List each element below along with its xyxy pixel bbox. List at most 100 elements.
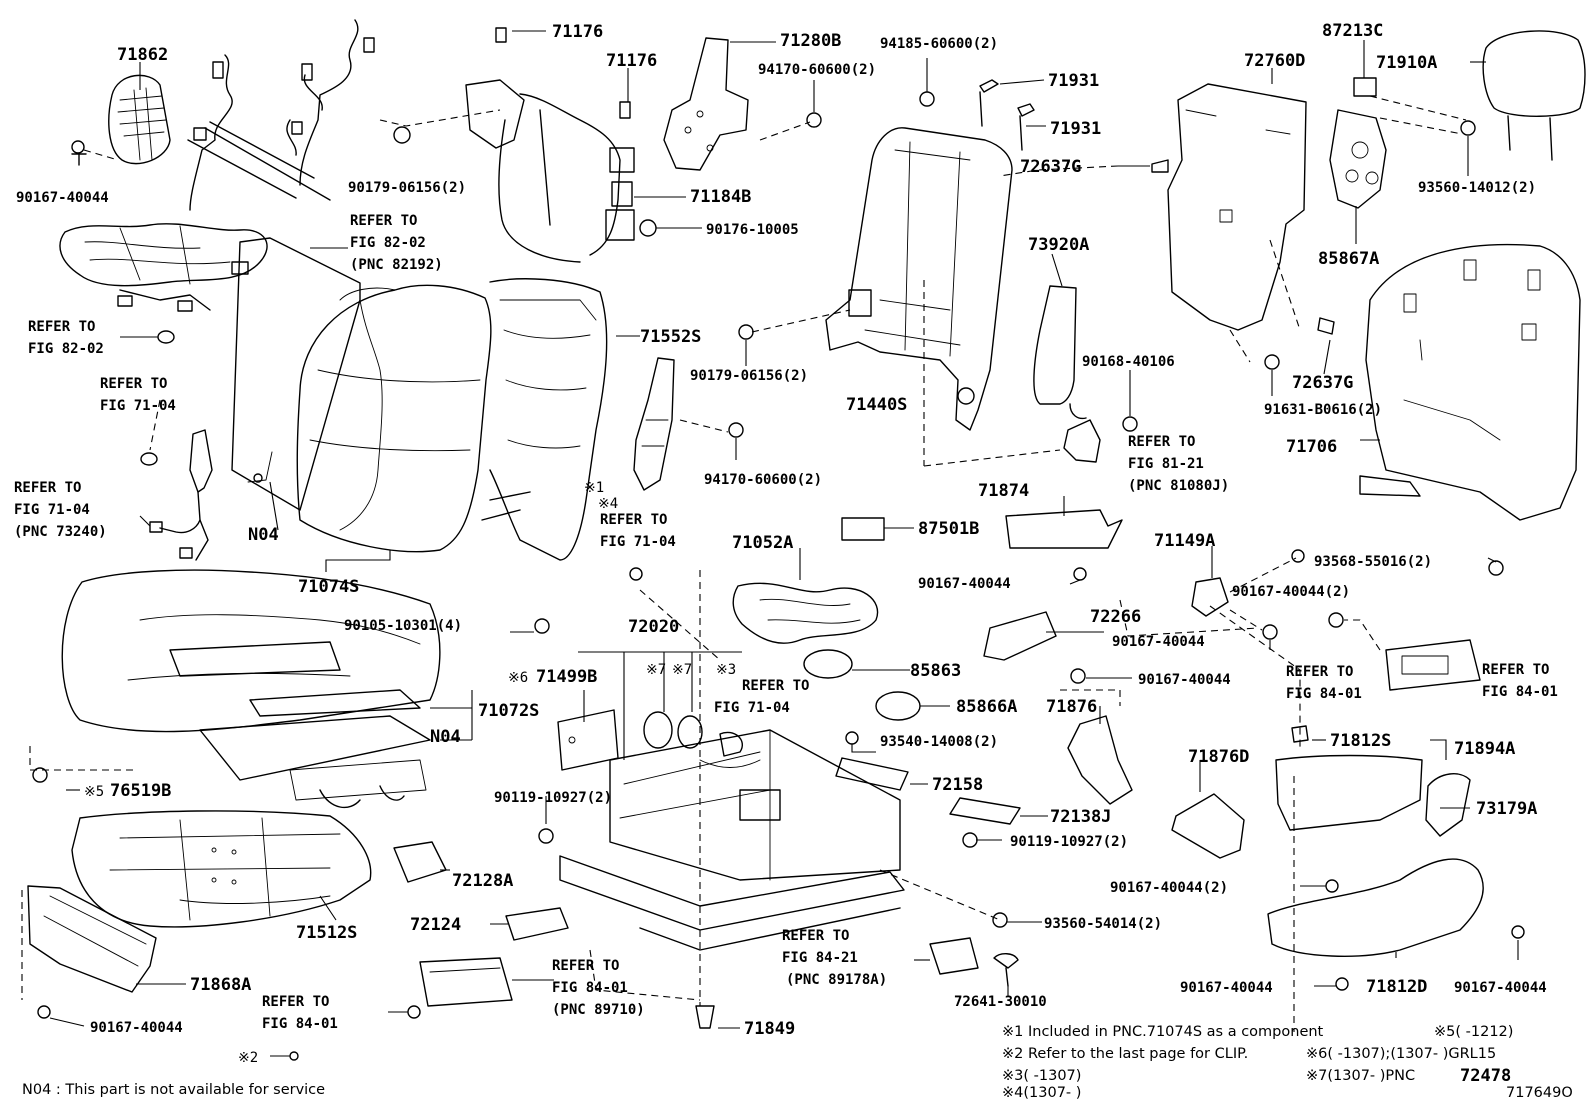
label-72128A: 72128A (452, 871, 513, 891)
part-71874-bracket-icon (1005, 509, 1123, 549)
label-73920A: 73920A (1028, 235, 1089, 255)
bolt-90167-a-icon (71, 140, 85, 154)
bolt-90119-b-icon (962, 832, 978, 848)
leader-lines (21, 30, 1519, 1057)
label-refer-84-21-1: REFER TO (782, 928, 849, 944)
label-90167-g: 90167-40044 (90, 1020, 183, 1036)
label-refer-84-21-3: (PNC 89178A) (786, 972, 887, 988)
label-72637G-a: 72637G (1020, 157, 1081, 177)
part-71052A-sensor-mat (732, 582, 879, 644)
label-refer-82-02-a-2: FIG 82-02 (350, 235, 426, 251)
label-90168: 90168-40106 (1082, 354, 1175, 370)
part-71280B-bracket (663, 37, 749, 171)
label-90167-i: 90167-40044 (1454, 980, 1547, 996)
footnotes: ※1 Included in PNC.71074S as a component… (22, 1024, 1573, 1099)
label-71149A: 71149A (1154, 531, 1215, 551)
screw-90167-f-icon (1325, 879, 1339, 893)
part-labels: 71862 90167-40044 REFER TO FIG 82-02 (PN… (14, 21, 1558, 1066)
part-wire-harness (187, 19, 375, 211)
part-seatback-board (231, 237, 361, 511)
label-71176-b: 71176 (606, 51, 657, 71)
footnote-1: ※1 Included in PNC.71074S as a component (1002, 1024, 1324, 1040)
label-94170-b: 94170-60600(2) (704, 472, 822, 488)
label-90167-a: 90167-40044 (16, 190, 109, 206)
part-72760D-back-panel (1167, 83, 1307, 331)
clip-71-04-icon (140, 452, 158, 466)
nut-94170-b-icon (728, 422, 744, 438)
label-refer-84-01-a-1: REFER TO (1286, 664, 1353, 680)
label-71862: 71862 (117, 45, 168, 65)
part-71862-cover (108, 74, 171, 165)
part-seatback-side-bracket (633, 357, 675, 491)
label-93568: 93568-55016(2) (1314, 554, 1432, 570)
footnote-5: ※5( -1212) (1434, 1024, 1513, 1040)
label-refer-84-01-b-1: REFER TO (1482, 662, 1549, 678)
label-71072S: 71072S (478, 701, 539, 721)
label-71499B: 71499B (536, 667, 597, 687)
label-71052A: 71052A (732, 533, 793, 553)
label-refer-81-21-1: REFER TO (1128, 434, 1195, 450)
label-note1-mark: ※1 (584, 480, 604, 496)
bolt-93560-a-icon (1460, 120, 1476, 136)
label-refer-71-04-b-1: REFER TO (14, 480, 81, 496)
bolt-84-01-d-icon (407, 1005, 421, 1019)
label-N04-a: N04 (248, 525, 279, 545)
part-71910A-headrest (1482, 30, 1586, 161)
label-71552S: 71552S (640, 327, 701, 347)
label-71931-b: 71931 (1050, 119, 1101, 139)
part-73920A-pad (1033, 285, 1087, 420)
bolt-90167-d-icon (1070, 668, 1086, 684)
headrest-guide-71931-a-icon (979, 79, 999, 93)
label-85866A: 85866A (956, 697, 1017, 717)
part-71499B-bracket (557, 709, 619, 771)
label-87213C: 87213C (1322, 21, 1383, 41)
label-note7-b: ※7 (672, 662, 692, 678)
label-90167-e: 90167-40044 (1138, 672, 1231, 688)
clip-71-04-c-icon (629, 567, 643, 581)
label-90119-b: 90119-10927(2) (1010, 834, 1128, 850)
label-93560-a: 93560-14012(2) (1418, 180, 1536, 196)
footnote-7-pnc: 72478 (1460, 1066, 1511, 1086)
bolt-switch-icon (1328, 612, 1344, 628)
bolt-90168-icon (1122, 416, 1138, 432)
nut-90176-icon (639, 219, 657, 237)
label-93560-b: 93560-54014(2) (1044, 916, 1162, 932)
label-71812S: 71812S (1330, 731, 1391, 751)
label-refer-84-01-d-2: FIG 84-01 (262, 1016, 338, 1032)
label-refer-71-04-d-1: REFER TO (742, 678, 809, 694)
bolt-90167-i-icon (1511, 925, 1525, 939)
label-71074S: 71074S (298, 577, 359, 597)
label-85863: 85863 (910, 661, 961, 681)
part-72124-icon (505, 907, 569, 941)
part-85867A-support (1329, 109, 1387, 209)
label-refer-84-01-c-3: (PNC 89710) (552, 1002, 645, 1018)
label-note5-mark: ※5 (84, 784, 104, 800)
label-71706: 71706 (1286, 437, 1337, 457)
label-71440S: 71440S (846, 395, 907, 415)
label-72760D: 72760D (1244, 51, 1305, 71)
label-90167-h: 90167-40044 (1180, 980, 1273, 996)
label-72124: 72124 (410, 915, 461, 935)
part-85866A-icon (875, 691, 921, 721)
label-85867A: 85867A (1318, 249, 1379, 269)
label-refer-71-04-c-1: REFER TO (600, 512, 667, 528)
label-refer-71-04-b-2: FIG 71-04 (14, 502, 90, 518)
label-72637G-b: 72637G (1292, 373, 1353, 393)
label-note3-mark: ※3 (716, 662, 736, 678)
part-71552S-back-board (481, 278, 608, 561)
label-90167-c: 90167-40044(2) (1232, 584, 1350, 600)
part-71849-icon (695, 1005, 715, 1029)
label-87501B: 87501B (918, 519, 979, 539)
label-72158: 72158 (932, 775, 983, 795)
label-72641: 72641-30010 (954, 994, 1047, 1010)
part-cushion-heater-N04 (199, 715, 431, 809)
label-71176-a: 71176 (552, 22, 603, 42)
label-refer-82-02-b-2: FIG 82-02 (28, 341, 104, 357)
part-72478-covers (643, 711, 743, 757)
label-refer-84-21-2: FIG 84-21 (782, 950, 858, 966)
label-71849: 71849 (744, 1019, 795, 1039)
footnote-2: ※2 Refer to the last page for CLIP. (1002, 1046, 1248, 1062)
label-refer-71-04-d-2: FIG 71-04 (714, 700, 790, 716)
headrest-guide-71931-b-icon (1017, 103, 1035, 117)
